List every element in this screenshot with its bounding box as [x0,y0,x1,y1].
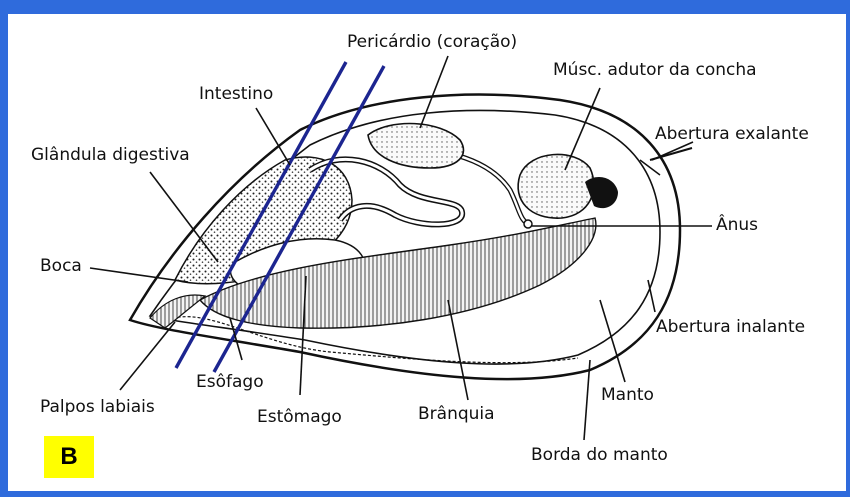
label-musc-adutor: Músc. adutor da concha [553,60,757,80]
label-abertura-exalante: Abertura exalante [655,124,809,144]
label-anus: Ânus [716,215,758,235]
label-glandula: Glândula digestiva [31,145,190,165]
anus-opening [524,220,532,228]
label-estomago: Estômago [257,407,342,427]
label-abertura-inalante: Abertura inalante [656,317,805,337]
label-boca: Boca [40,256,82,276]
label-manto: Manto [601,385,654,405]
adductor-muscle [518,154,594,218]
panel-badge: B [44,436,94,478]
label-esofago: Esôfago [196,372,264,392]
label-palpos: Palpos labiais [40,397,155,417]
label-intestino: Intestino [199,84,273,104]
label-branquia: Brânquia [418,404,495,424]
label-borda-manto: Borda do manto [531,445,668,465]
label-pericardio: Pericárdio (coração) [347,32,517,52]
